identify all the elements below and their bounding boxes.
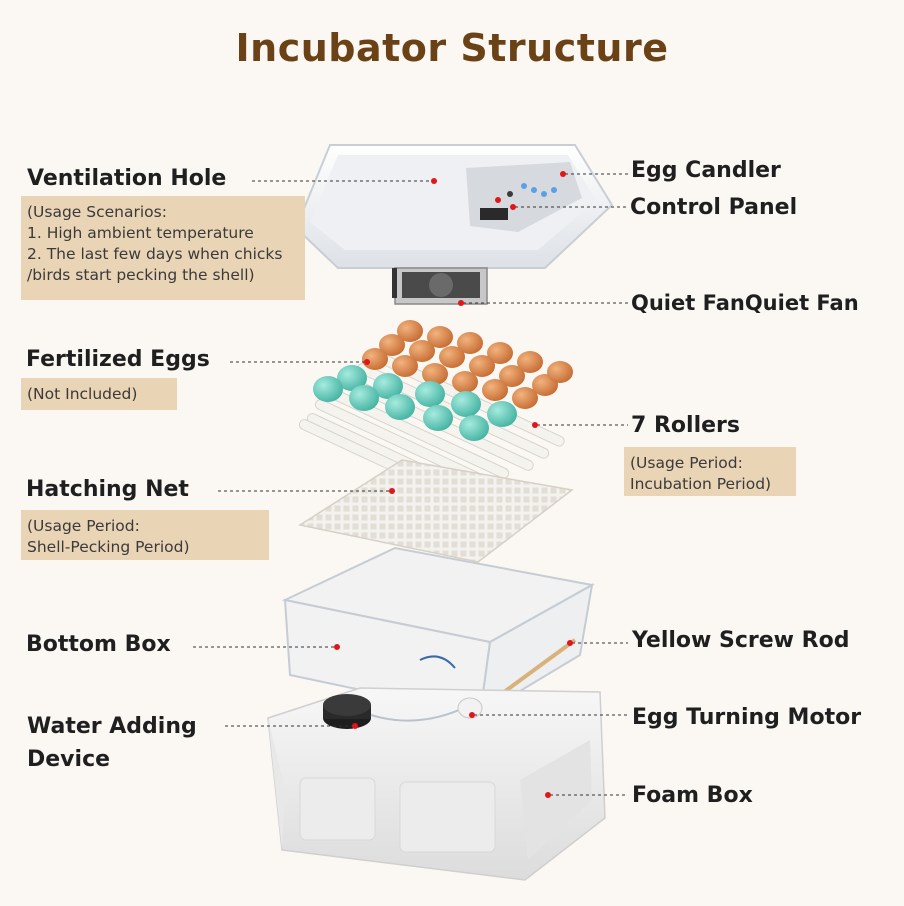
hatching-net-note-line: (Usage Period: xyxy=(27,517,140,535)
rollers-note-line: Incubation Period) xyxy=(630,475,772,493)
water-adding-device-label-line: Water Adding xyxy=(27,714,197,739)
foam-box xyxy=(267,687,606,881)
fertilized-eggs-label: Fertilized Eggs xyxy=(26,347,210,372)
ventilation-hole-note-line: /birds start pecking the shell) xyxy=(27,266,255,284)
water-adding-device-label: Water Adding Device xyxy=(27,710,197,776)
lid xyxy=(294,144,614,269)
ventilation-hole-note-line: (Usage Scenarios: xyxy=(27,203,167,221)
hatching-net-label: Hatching Net xyxy=(26,477,189,502)
egg-turning-motor-label: Egg Turning Motor xyxy=(632,705,862,730)
ventilation-hole-note: (Usage Scenarios: 1. High ambient temper… xyxy=(21,196,305,300)
foam-box-label: Foam Box xyxy=(632,783,753,808)
brown-eggs xyxy=(362,320,573,409)
bottom-box-label: Bottom Box xyxy=(26,632,171,657)
rollers-note: (Usage Period: Incubation Period) xyxy=(624,447,796,496)
control-panel-label: Control Panel xyxy=(630,195,798,220)
hatching-net xyxy=(298,459,574,563)
rollers-note-line: (Usage Period: xyxy=(630,454,743,472)
bottom-box xyxy=(281,546,595,717)
page-title: Incubator Structure xyxy=(235,26,669,70)
yellow-screw-rod-label: Yellow Screw Rod xyxy=(632,628,850,653)
ventilation-hole-label: Ventilation Hole xyxy=(27,166,227,191)
fertilized-eggs-note: (Not Included) xyxy=(21,378,177,410)
hatching-net-note: (Usage Period: Shell-Pecking Period) xyxy=(21,510,269,560)
quiet-fan-label: Quiet FanQuiet Fan xyxy=(631,291,859,315)
ventilation-hole-note-line: 2. The last few days when chicks xyxy=(27,245,283,263)
fan xyxy=(392,267,488,305)
blue-eggs xyxy=(313,365,517,441)
fertilized-eggs-note-line: (Not Included) xyxy=(27,385,138,403)
rollers-label: 7 Rollers xyxy=(631,413,740,438)
hatching-net-note-line: Shell-Pecking Period) xyxy=(27,538,190,556)
egg-candler-label: Egg Candler xyxy=(631,158,781,183)
water-adding-device-label-line: Device xyxy=(27,747,111,772)
ventilation-hole-note-line: 1. High ambient temperature xyxy=(27,224,254,242)
egg-turning-motor xyxy=(457,697,483,719)
